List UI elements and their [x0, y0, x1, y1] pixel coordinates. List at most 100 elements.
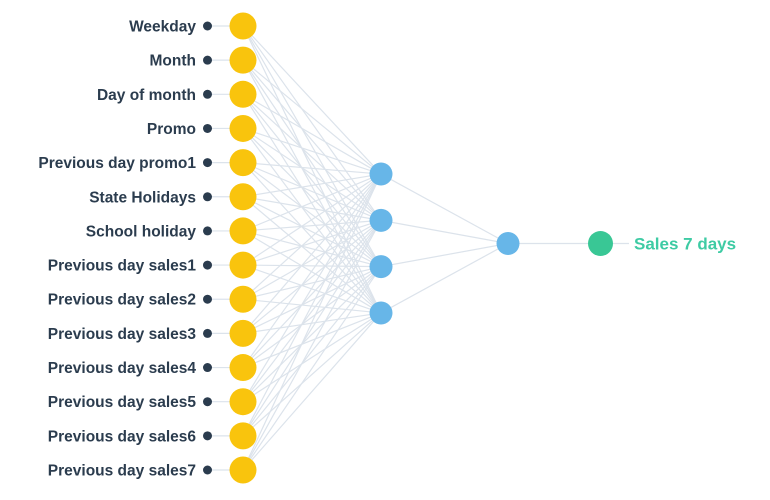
input-hidden-edge: [242, 312, 382, 471]
hidden-layer2-node: [496, 232, 520, 255]
input-hidden-edge: [242, 230, 382, 314]
label-dot: [203, 260, 212, 270]
input-hidden-edge: [242, 162, 382, 268]
hidden-layer1-node: [369, 162, 393, 186]
label-dot: [203, 294, 212, 304]
input-node: [229, 319, 257, 347]
label-dot: [203, 55, 212, 65]
label-dot: [203, 328, 212, 338]
input-hidden-edge: [242, 59, 382, 221]
input-hidden-edge: [242, 312, 382, 369]
input-hidden-edge: [242, 196, 382, 268]
input-node: [229, 456, 257, 484]
input-hidden-edge: [242, 219, 382, 266]
input-hidden-edge: [242, 219, 382, 300]
input-label: Weekday: [129, 19, 196, 36]
label-dot: [203, 397, 212, 407]
input-label: Previous day sales1: [48, 258, 197, 275]
input-label: Promo: [147, 121, 196, 138]
nodes: [229, 12, 613, 484]
input-hidden-edge: [242, 25, 382, 314]
hidden-layer1-node: [369, 208, 393, 232]
label-dot: [203, 123, 212, 133]
label-dot: [203, 226, 212, 236]
edge-lines: [207, 25, 629, 471]
input-node: [229, 354, 257, 382]
hidden-hidden-edge: [380, 242, 509, 314]
input-hidden-edge: [242, 128, 382, 268]
input-hidden-edge: [242, 173, 382, 198]
input-hidden-edge: [242, 93, 382, 268]
input-hidden-edge: [242, 173, 382, 232]
label-dot: [203, 89, 212, 99]
hidden-layer1-node: [369, 301, 393, 325]
input-label: Previous day sales4: [48, 360, 197, 377]
input-label: Previous day promo1: [38, 155, 196, 172]
input-node: [229, 251, 257, 279]
label-dot: [203, 158, 212, 168]
input-label: Day of month: [97, 87, 196, 104]
hidden-hidden-edge: [380, 173, 509, 245]
hidden-layer1-node: [369, 255, 393, 279]
input-label: Previous day sales5: [48, 394, 197, 411]
input-label: School holiday: [86, 223, 197, 240]
label-dot: [203, 363, 212, 373]
input-node: [229, 217, 257, 245]
input-hidden-edge: [242, 173, 382, 266]
input-node: [229, 149, 257, 177]
input-label: State Holidays: [89, 189, 196, 206]
input-label: Previous day sales6: [48, 428, 197, 445]
input-hidden-edge: [242, 266, 382, 300]
input-hidden-edge: [242, 219, 382, 334]
input-node: [229, 80, 257, 108]
input-node: [229, 422, 257, 450]
input-node: [229, 46, 257, 74]
input-label: Previous day sales2: [48, 292, 196, 309]
input-label: Previous day sales3: [48, 326, 197, 343]
input-hidden-edge: [242, 162, 382, 175]
input-hidden-edge: [242, 173, 382, 334]
input-hidden-edge: [242, 25, 382, 267]
input-hidden-edge: [242, 266, 382, 334]
input-hidden-edge: [242, 59, 382, 175]
input-label: Previous day sales7: [48, 463, 196, 480]
input-node: [229, 114, 257, 142]
input-node: [229, 285, 257, 313]
input-hidden-edge: [242, 25, 382, 175]
label-dot: [203, 192, 212, 202]
input-hidden-edge: [242, 127, 382, 175]
input-hidden-edge: [242, 266, 382, 403]
input-hidden-edge: [242, 219, 382, 368]
input-hidden-edge: [242, 312, 382, 437]
input-hidden-edge: [242, 196, 382, 314]
input-hidden-edge: [242, 173, 382, 368]
output-label: Sales 7 days: [634, 235, 736, 254]
input-hidden-edge: [242, 220, 382, 471]
input-hidden-edge: [242, 220, 382, 437]
input-hidden-edge: [242, 162, 382, 221]
input-node: [229, 183, 257, 211]
label-dots: [203, 21, 212, 475]
input-hidden-edge: [242, 162, 382, 314]
input-hidden-edge: [242, 264, 382, 268]
input-hidden-edge: [242, 93, 382, 175]
hidden-hidden-edge: [380, 219, 509, 245]
input-hidden-edge: [242, 219, 382, 403]
input-node: [229, 388, 257, 416]
input-hidden-edge: [242, 266, 382, 471]
input-hidden-edge: [242, 59, 382, 267]
input-hidden-edge: [242, 230, 382, 268]
input-hidden-edge: [242, 93, 382, 314]
input-label: Month: [150, 53, 196, 70]
input-hidden-edge: [242, 173, 382, 471]
input-hidden-edge: [242, 173, 382, 403]
input-hidden-edge: [242, 59, 382, 314]
input-hidden-edge: [242, 173, 382, 437]
label-dot: [203, 21, 212, 31]
input-hidden-edge: [242, 312, 382, 403]
label-dot: [203, 431, 212, 441]
input-hidden-edge: [242, 266, 382, 369]
input-hidden-edge: [242, 173, 382, 300]
